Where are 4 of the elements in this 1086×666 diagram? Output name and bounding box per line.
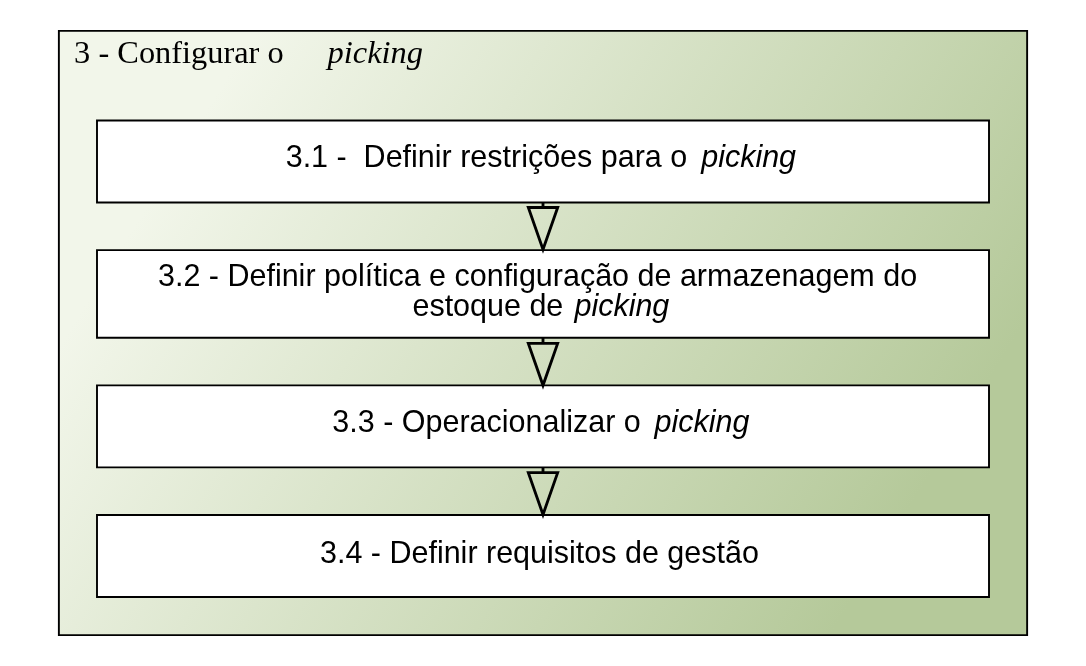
node-box: 3.4 - Definir requisitos de gestão bbox=[96, 514, 990, 598]
node-box: 3.1 - Definir restrições para o picking bbox=[96, 119, 990, 204]
node-box: 3.2 - Definir política e configuração de armazenagem do estoque de picking bbox=[96, 249, 990, 339]
node-box: 3.3 - Operacionalizar o picking bbox=[96, 384, 990, 469]
